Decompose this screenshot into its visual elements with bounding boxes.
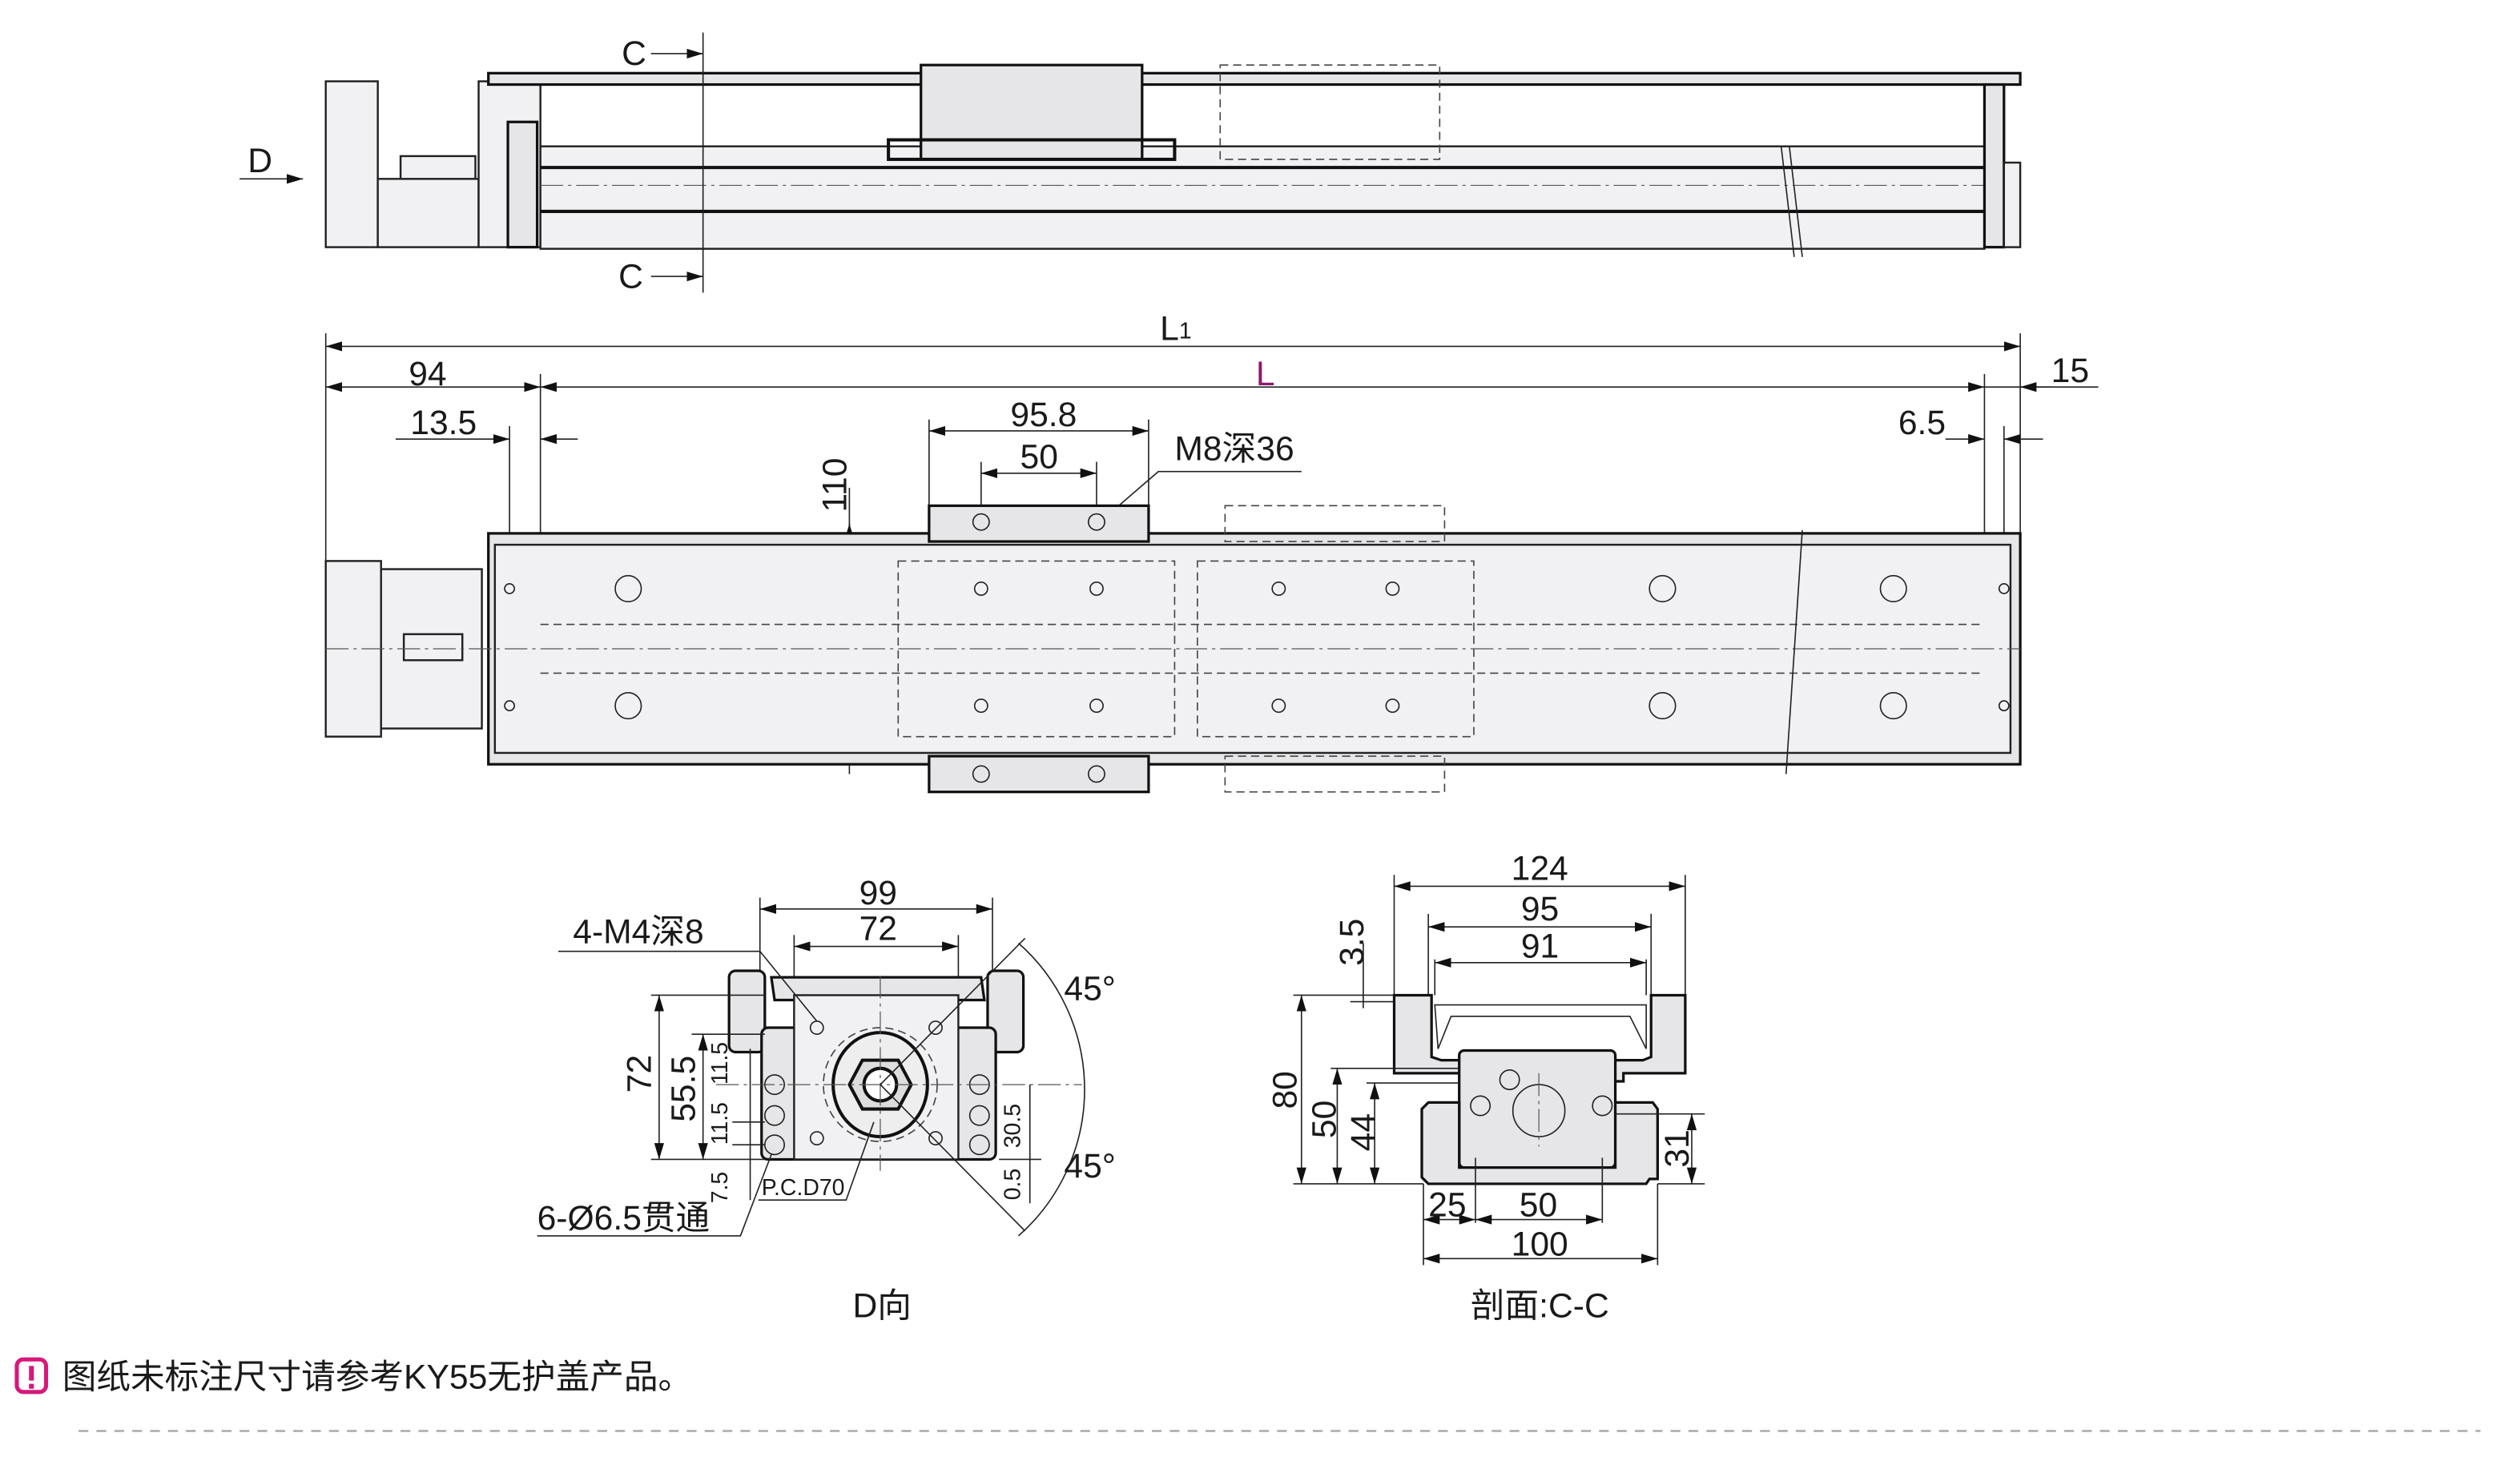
dim-95: 95 — [1521, 890, 1559, 928]
dim-72-width: 72 — [859, 909, 897, 948]
dim-91: 91 — [1521, 928, 1559, 966]
note-text: 图纸未标注尺寸请参考KY55无护盖产品。 — [62, 1358, 692, 1397]
section-title: 剖面:C-C — [1471, 1286, 1609, 1325]
top-cover — [487, 71, 2022, 87]
motor-housing — [324, 80, 379, 248]
dim-6-5: 6.5 — [1898, 404, 1946, 442]
view-direction-label: D — [248, 142, 272, 180]
dim-80: 80 — [1266, 1071, 1305, 1109]
top-view: C C D — [240, 32, 2022, 296]
dim-72-height: 72 — [621, 1055, 659, 1093]
carriage-section — [1458, 1048, 1617, 1169]
exclamation-icon — [14, 1357, 49, 1395]
carriage-bottom — [928, 755, 1150, 794]
dim-L1: L1 — [1160, 309, 1192, 348]
dim-110: 110 — [815, 458, 854, 513]
carriage-outline-alt — [1197, 560, 1475, 738]
carriage-top — [928, 504, 1150, 543]
rail-section — [1420, 1101, 1659, 1185]
dim-13-5: 13.5 — [410, 404, 477, 442]
dim-55-5: 55.5 — [665, 1056, 703, 1122]
dim-100: 100 — [1512, 1225, 1568, 1263]
dim-50-height: 50 — [1305, 1101, 1343, 1138]
angle-45-bottom: 45° — [1064, 1147, 1115, 1185]
note: 图纸未标注尺寸请参考KY55无护盖产品。 — [14, 1357, 2481, 1432]
dim-95-8: 95.8 — [1010, 396, 1077, 434]
carriage — [920, 63, 1144, 161]
dim-15: 15 — [2051, 352, 2089, 390]
section-label-bottom: C — [618, 257, 643, 296]
dim-124: 124 — [1512, 849, 1568, 887]
carriage-outline — [897, 560, 1176, 738]
front-view: L1 94 L 15 13.5 6.5 95.8 50 110 M8深36 — [324, 309, 2099, 794]
tapped-hole-callout: 4-M4深8 — [573, 912, 703, 951]
section-view: 124 95 91 3.5 80 50 44 31 25 50 100 剖面:C… — [1266, 849, 1705, 1325]
dim-L: L — [1256, 355, 1275, 393]
d-view: 99 72 72 55.5 11.5 11.5 7.5 30.5 0.5 45°… — [537, 874, 1116, 1325]
motor-flange — [376, 178, 480, 248]
rail-body — [539, 145, 1986, 250]
through-hole-callout: 6-Ø6.5贯通 — [537, 1199, 711, 1238]
dim-3-5: 3.5 — [1333, 919, 1371, 966]
dim-25: 25 — [1428, 1186, 1466, 1225]
dim-94: 94 — [409, 355, 446, 393]
dim-50: 50 — [1020, 438, 1058, 477]
dim-11-5-b: 11.5 — [707, 1102, 733, 1145]
dim-50-width: 50 — [1520, 1186, 1557, 1225]
carriage-alt-position — [1219, 64, 1441, 160]
dim-99: 99 — [859, 874, 897, 912]
dim-7-5: 7.5 — [707, 1172, 733, 1204]
angle-45-top: 45° — [1064, 970, 1115, 1008]
dim-11-5-a: 11.5 — [707, 1042, 733, 1085]
motor-end-block — [506, 120, 539, 249]
end-plate-right — [1983, 83, 2006, 249]
pcd-callout: P.C.D70 — [762, 1175, 845, 1201]
angle-arc — [1017, 942, 1085, 1237]
coupling — [399, 155, 477, 180]
section-label-top: C — [622, 34, 646, 73]
dim-30-5: 30.5 — [1000, 1104, 1026, 1148]
d-view-title: D向 — [852, 1286, 911, 1325]
thread-callout: M8深36 — [1174, 430, 1294, 469]
dim-31: 31 — [1658, 1129, 1697, 1167]
dim-44: 44 — [1344, 1113, 1383, 1151]
left-cover-flange — [727, 969, 767, 1054]
dim-0-5: 0.5 — [1000, 1169, 1026, 1201]
